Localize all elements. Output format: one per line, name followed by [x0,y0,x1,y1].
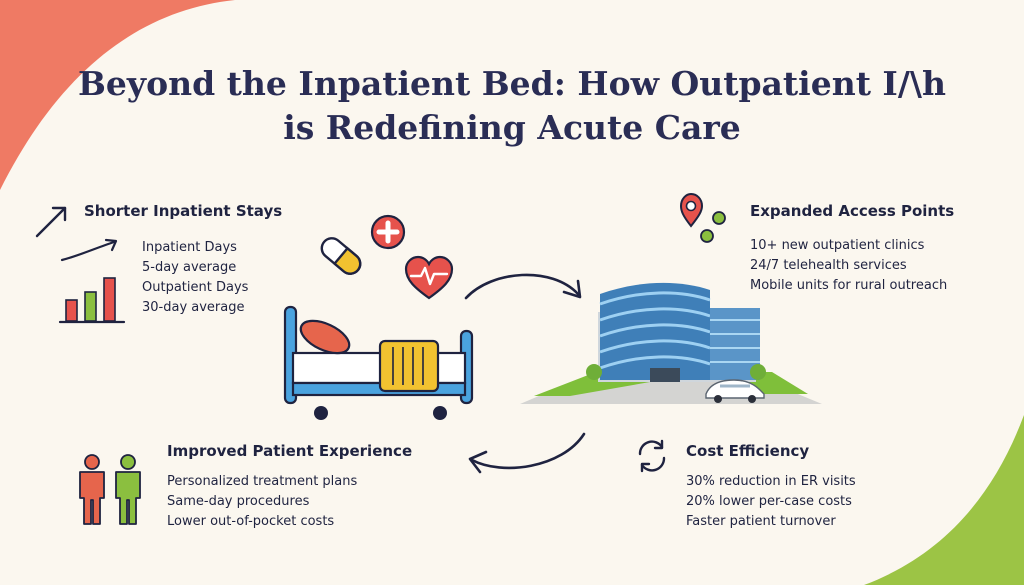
cycle-arrow-icon [464,273,582,300]
page-title: Beyond the Inpatient Bed: How Outpatient… [60,62,964,150]
shorter-stays-title: Shorter Inpatient Stays [84,202,283,220]
page-title-line-2: is Redefining Acute Care [283,108,741,147]
list-item: 20% lower per-case costs [686,494,852,509]
medical-cross-icon [370,214,406,250]
cost-efficiency-list: 30% reduction in ER visits 20% lower per… [686,472,856,532]
hospital-bed-icon [283,305,474,420]
trend-arrow-icon [35,206,67,238]
list-item: Inpatient Days [142,240,237,255]
list-item: 5-day average [142,260,237,275]
hospital-building-icon [520,282,822,404]
list-item: Mobile units for rural outreach [750,278,948,293]
access-points-title: Expanded Access Points [750,202,955,220]
list-item: Faster patient turnover [686,514,836,529]
cost-efficiency-title: Cost Efficiency [686,442,810,460]
people-icon [79,454,141,525]
page-title-line-1: Beyond the Inpatient Bed: How Outpatient… [78,64,946,103]
patient-experience-title: Improved Patient Experience [167,442,413,460]
list-item: 24/7 telehealth services [750,258,907,273]
car-icon [705,379,765,403]
shorter-stays-list: Inpatient Days 5-day average Outpatient … [142,238,248,318]
corner-decoration-top-left [0,0,235,190]
location-pin-icon [679,192,726,243]
list-item: 30% reduction in ER visits [686,474,856,489]
list-item: Lower out-of-pocket costs [167,514,335,529]
access-points-list: 10+ new outpatient clinics 24/7 teleheal… [750,236,947,296]
list-item: Same-day procedures [167,494,310,509]
list-item: 10+ new outpatient clinics [750,238,925,253]
refresh-cycle-icon [638,439,666,473]
heart-pulse-icon [404,255,454,300]
list-item: Personalized treatment plans [167,474,358,489]
corner-decoration-bottom-right [864,415,1024,585]
patient-experience-list: Personalized treatment plans Same-day pr… [167,472,357,532]
cycle-arrow-icon [468,432,586,474]
list-item: 30-day average [142,300,245,315]
bar-chart-icon [58,238,126,324]
pill-icon [320,237,362,275]
list-item: Outpatient Days [142,280,249,295]
